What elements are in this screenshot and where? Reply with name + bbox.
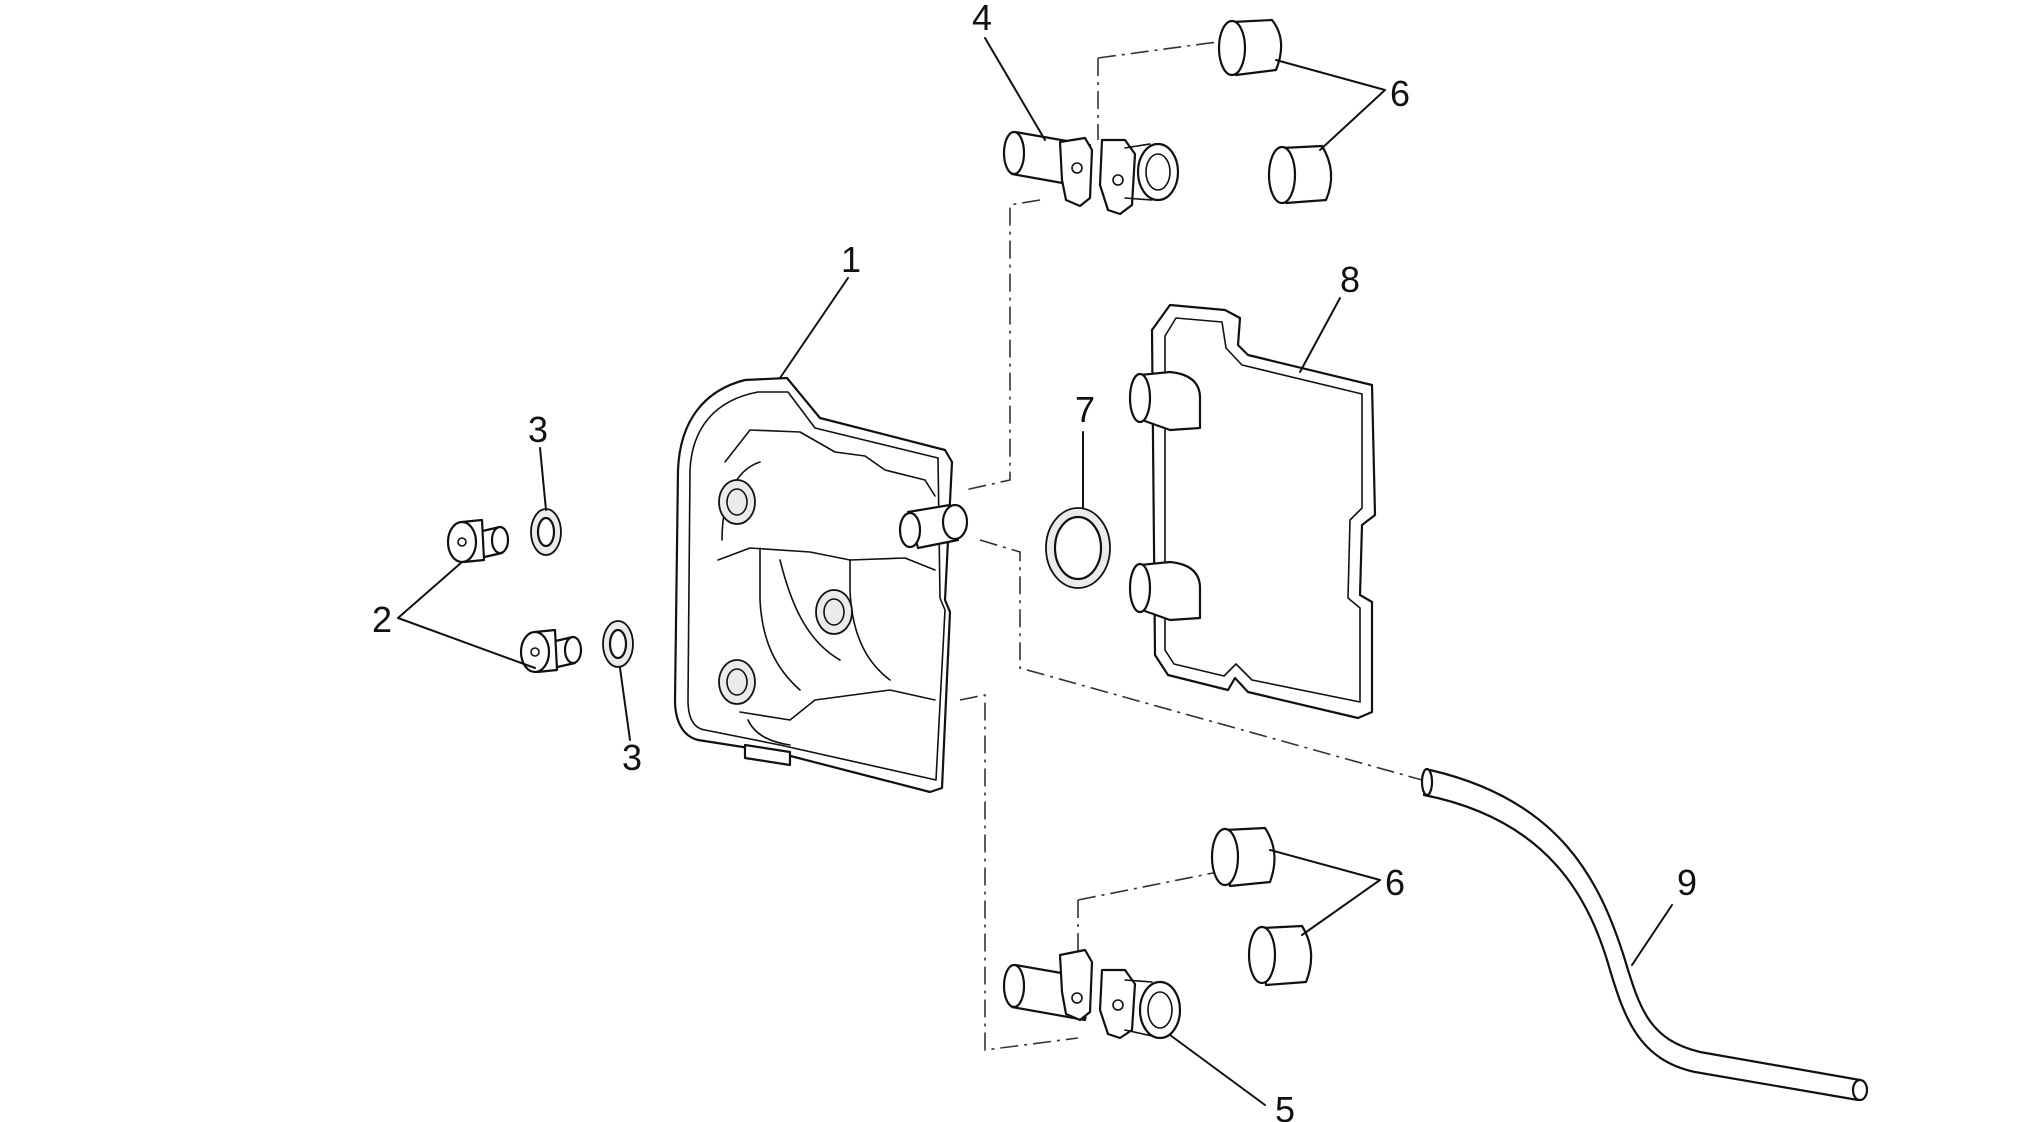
callout-3-upper: 3 bbox=[528, 409, 548, 450]
part-2-bolt-lower bbox=[519, 628, 583, 674]
leader-5 bbox=[1169, 1034, 1266, 1106]
callout-6-upper: 6 bbox=[1390, 73, 1410, 114]
part-8-gasket bbox=[1128, 303, 1377, 720]
callout-labels: 1 2 3 3 4 5 6 6 7 8 9 bbox=[372, 0, 1697, 1122]
part-7-o-ring bbox=[1045, 507, 1111, 589]
leader-2a bbox=[397, 561, 463, 619]
leader-3b bbox=[619, 667, 631, 741]
part-6-cap-upper-2 bbox=[1267, 144, 1333, 205]
leader-4 bbox=[984, 37, 1046, 141]
part-3-washer-lower bbox=[602, 620, 634, 668]
part-9-breather-hose bbox=[1420, 767, 1869, 1102]
callout-7: 7 bbox=[1075, 389, 1095, 430]
leader-1 bbox=[779, 277, 849, 379]
part-6-cap-lower-1 bbox=[1210, 826, 1276, 888]
leader-9 bbox=[1631, 904, 1673, 966]
callout-1: 1 bbox=[841, 239, 861, 280]
part-6-cap-upper-1 bbox=[1217, 18, 1283, 77]
callout-9: 9 bbox=[1677, 862, 1697, 903]
callout-8: 8 bbox=[1340, 259, 1360, 300]
leader-6a1 bbox=[1275, 59, 1386, 91]
leader-lines bbox=[397, 37, 1673, 1106]
part-6-cap-lower-2 bbox=[1247, 924, 1313, 987]
leader-6b2 bbox=[1301, 879, 1381, 936]
callout-4: 4 bbox=[972, 0, 992, 38]
leader-8 bbox=[1299, 297, 1341, 373]
leader-2b bbox=[397, 617, 536, 669]
leader-3a bbox=[539, 447, 547, 511]
part-5-lower-shaft bbox=[1002, 948, 1182, 1040]
callout-6-lower: 6 bbox=[1385, 862, 1405, 903]
part-2-bolt-upper bbox=[446, 518, 510, 564]
part-3-washer-upper bbox=[530, 508, 562, 556]
callout-2: 2 bbox=[372, 599, 392, 640]
callout-3-lower: 3 bbox=[622, 737, 642, 778]
part-1-valve-cover bbox=[673, 376, 969, 794]
part-4-upper-shaft bbox=[1002, 130, 1180, 216]
leader-6a2 bbox=[1319, 89, 1386, 151]
leader-6b1 bbox=[1269, 849, 1381, 881]
callout-5: 5 bbox=[1275, 1089, 1295, 1122]
assembly-guide-lines bbox=[959, 39, 1441, 1051]
